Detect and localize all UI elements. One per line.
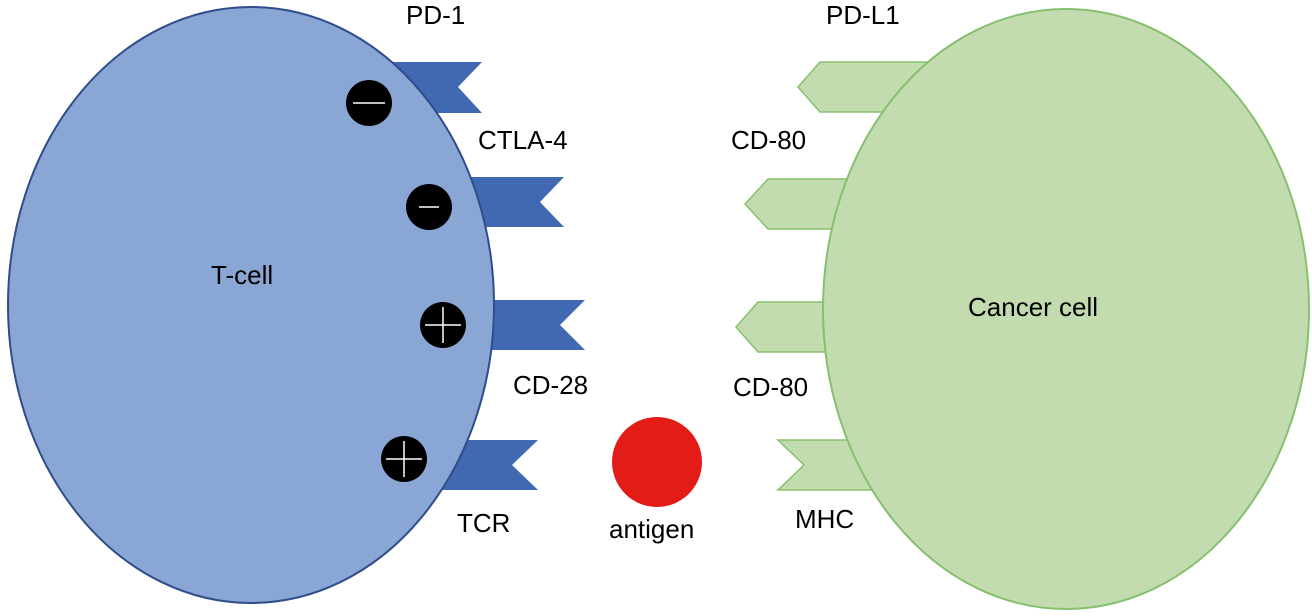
tcr-label: TCR <box>457 508 511 538</box>
cd80-lower-label: CD-80 <box>733 372 809 402</box>
pd1-label: PD-1 <box>406 0 466 30</box>
ctla4-signal-minus-icon <box>406 184 452 230</box>
tcell-label: T-cell <box>211 260 274 290</box>
pd1-signal-minus-icon <box>346 80 392 126</box>
tcr-signal-plus-icon <box>381 436 427 482</box>
cd28-label: CD-28 <box>513 370 589 400</box>
mhc-label: MHC <box>795 504 855 534</box>
cancer-cell-body <box>822 8 1310 610</box>
cd80-upper-label: CD-80 <box>731 125 807 155</box>
antigen-dot <box>612 417 702 507</box>
tcell-body <box>7 6 495 604</box>
ctla4-label: CTLA-4 <box>478 125 568 155</box>
pdl1-label: PD-L1 <box>826 0 900 30</box>
antigen-label: antigen <box>609 514 695 544</box>
cancer-cell-label: Cancer cell <box>968 292 1099 322</box>
cd28-signal-plus-icon <box>420 302 466 348</box>
